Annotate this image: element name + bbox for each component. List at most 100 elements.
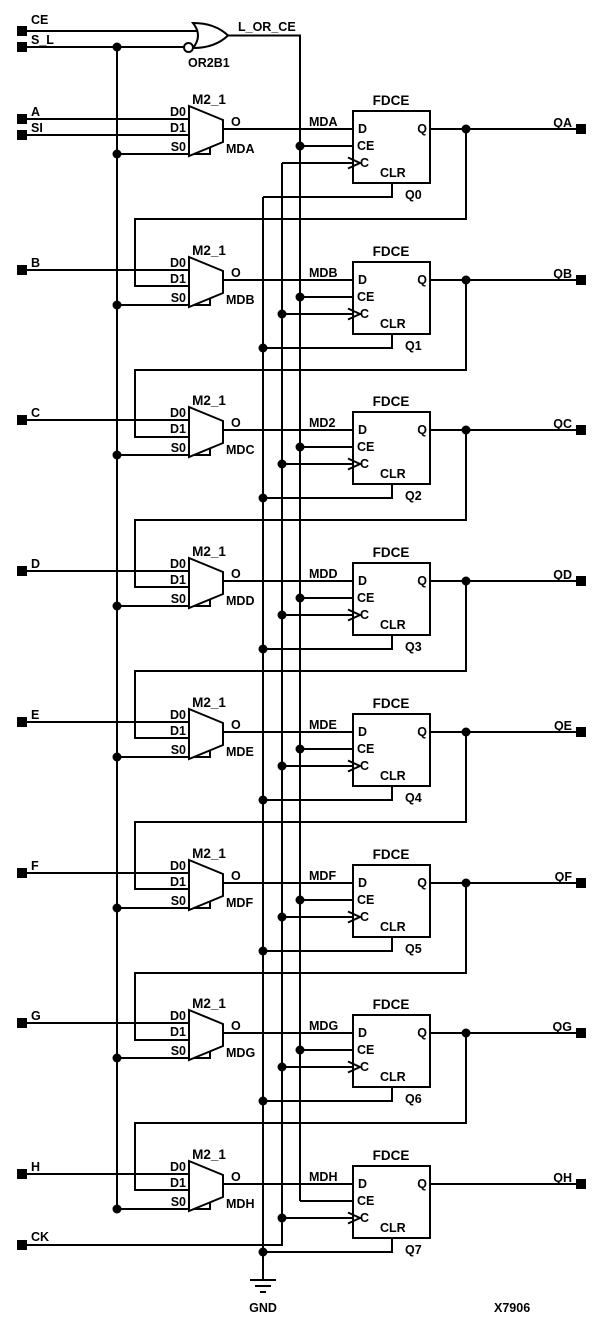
clr-wire xyxy=(263,183,393,198)
fdce-pin-clr: CLR xyxy=(380,1221,406,1235)
mux-pin-d0: D0 xyxy=(170,1009,186,1023)
junction-dot xyxy=(277,1213,287,1223)
fdce-pin-d: D xyxy=(358,574,367,588)
clock-triangle-icon xyxy=(347,1211,363,1225)
clr-wire xyxy=(263,484,393,499)
mux-pin-o: O xyxy=(231,416,241,430)
junction-dot xyxy=(277,912,287,922)
top-section: CE S_L OR2B1 L_OR_CE CK GND X7906 xyxy=(17,13,530,1315)
q-net-label: Q0 xyxy=(405,188,422,202)
junction-dot xyxy=(277,309,287,319)
junction-dot xyxy=(295,895,305,905)
fdce-title: FDCE xyxy=(373,93,410,108)
feedback-wire xyxy=(134,430,467,588)
output-label: QD xyxy=(553,568,572,582)
gnd-label: GND xyxy=(249,1301,277,1315)
input-label: B xyxy=(31,256,40,270)
clr-wire xyxy=(263,1238,393,1253)
fdce-pin-ce: CE xyxy=(357,440,374,454)
input-label: E xyxy=(31,708,39,722)
q-net-label: Q3 xyxy=(405,640,422,654)
junction-dot xyxy=(258,1096,268,1106)
mux-body xyxy=(188,1159,224,1213)
mux-pin-o: O xyxy=(231,869,241,883)
or-gate-label: OR2B1 xyxy=(188,56,230,70)
l-or-ce-net-label: L_OR_CE xyxy=(238,20,296,34)
clock-triangle-icon xyxy=(347,156,363,170)
fdce-title: FDCE xyxy=(373,244,410,259)
stage-2: B M2_1 D0 D1 S0 O MDB MDB FDCE D CE C CL… xyxy=(17,243,586,438)
junction-dot xyxy=(258,1247,268,1257)
l-or-ce-bus xyxy=(228,34,301,1201)
output-pin xyxy=(576,425,586,435)
fdce-pin-d: D xyxy=(358,1026,367,1040)
stage-8: H M2_1 D0 D1 S0 O MDH MDH FDCE D CE C CL… xyxy=(17,1147,586,1257)
feedback-wire xyxy=(134,883,467,1041)
mux-body xyxy=(188,405,224,459)
mux-pin-s0: S0 xyxy=(171,1195,186,1209)
mux-pin-d1: D1 xyxy=(170,121,186,135)
net-label: MDB xyxy=(309,266,337,280)
mux-title: M2_1 xyxy=(192,544,226,559)
fdce-pin-q: Q xyxy=(417,423,427,437)
feedback-wire xyxy=(134,129,467,287)
mux-instance-label: MDD xyxy=(226,594,254,608)
feedback-wire xyxy=(134,280,467,438)
or-gate-icon xyxy=(190,21,230,50)
mux-instance-label: MDB xyxy=(226,293,254,307)
mux-pin-d0: D0 xyxy=(170,256,186,270)
fdce-pin-c: C xyxy=(360,910,369,924)
ce-input-label: CE xyxy=(31,13,48,27)
net-label: MDF xyxy=(309,869,336,883)
mux-pin-s0: S0 xyxy=(171,441,186,455)
mux-body xyxy=(188,707,224,761)
input-label: G xyxy=(31,1009,41,1023)
clr-wire xyxy=(263,1087,393,1102)
stage-1: A SI M2_1 D0 D1 S0 O MDA MDA FDCE D CE C… xyxy=(17,92,586,287)
junction-dot xyxy=(277,761,287,771)
fdce-title: FDCE xyxy=(373,545,410,560)
mux-instance-label: MDA xyxy=(226,142,254,156)
fdce-pin-d: D xyxy=(358,1177,367,1191)
s0-wire xyxy=(117,448,211,456)
fdce-pin-q: Q xyxy=(417,1026,427,1040)
mux-pin-o: O xyxy=(231,266,241,280)
stage-6: F M2_1 D0 D1 S0 O MDF MDF FDCE D CE C CL… xyxy=(17,846,586,1041)
mux-title: M2_1 xyxy=(192,996,226,1011)
fdce-pin-clr: CLR xyxy=(380,618,406,632)
figure-id-label: X7906 xyxy=(494,1301,530,1315)
net-label: MD2 xyxy=(309,416,335,430)
fdce-title: FDCE xyxy=(373,394,410,409)
mux-title: M2_1 xyxy=(192,92,226,107)
fdce-body xyxy=(352,562,431,636)
junction-dot xyxy=(295,442,305,452)
input-pin xyxy=(17,265,27,275)
junction-dot xyxy=(295,292,305,302)
mux-pin-s0: S0 xyxy=(171,1044,186,1058)
mux-pin-d1: D1 xyxy=(170,573,186,587)
mux-pin-d1: D1 xyxy=(170,875,186,889)
junction-dot xyxy=(258,343,268,353)
mux-title: M2_1 xyxy=(192,243,226,258)
fdce-pin-d: D xyxy=(358,273,367,287)
fdce-pin-c: C xyxy=(360,608,369,622)
mux-pin-s0: S0 xyxy=(171,291,186,305)
fdce-pin-clr: CLR xyxy=(380,1070,406,1084)
mux-body xyxy=(188,1008,224,1062)
mux-title: M2_1 xyxy=(192,695,226,710)
fdce-pin-c: C xyxy=(360,307,369,321)
output-label: QA xyxy=(553,116,572,130)
mux-pin-o: O xyxy=(231,115,241,129)
input-pin xyxy=(17,1169,27,1179)
net-label: MDE xyxy=(309,718,337,732)
s0-wire xyxy=(117,1202,211,1210)
sl-input-label: S_L xyxy=(31,33,54,47)
input-label: H xyxy=(31,1160,40,1174)
output-label: QB xyxy=(553,267,572,281)
stage-5: E M2_1 D0 D1 S0 O MDE MDE FDCE D CE C CL… xyxy=(17,695,586,890)
feedback-wire xyxy=(134,732,467,890)
mux-instance-label: MDE xyxy=(226,745,254,759)
input-label: A xyxy=(31,105,40,119)
clr-wire xyxy=(263,334,393,349)
net-label: MDA xyxy=(309,115,337,129)
